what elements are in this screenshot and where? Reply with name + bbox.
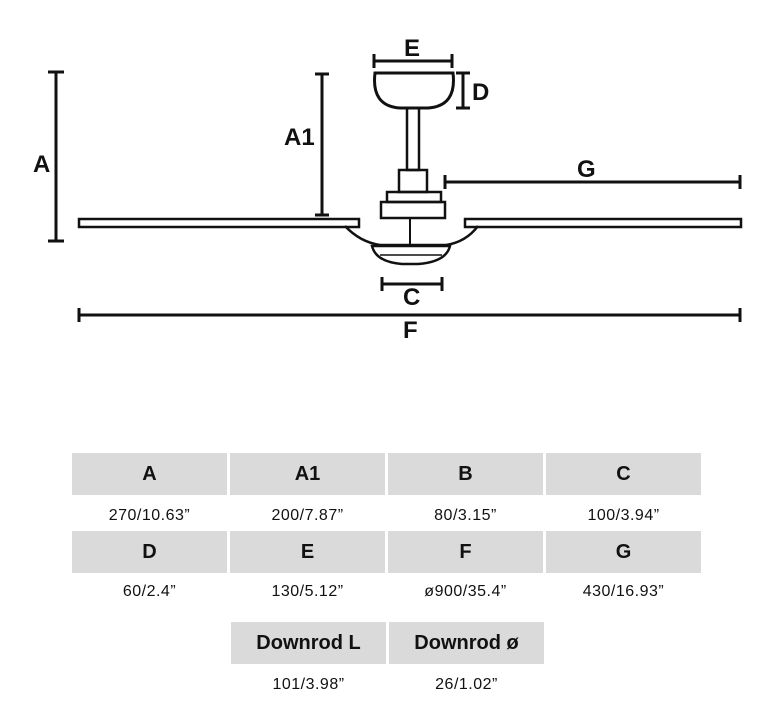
fan-dimension-diagram: A A1 E D G C F	[33, 35, 743, 344]
dimension-d-line	[456, 71, 470, 110]
dimension-a-line	[48, 70, 64, 243]
spec-value: 270/10.63”	[108, 507, 191, 524]
dimension-e-line	[372, 54, 454, 68]
label-f: F	[403, 317, 418, 344]
spec-value: 101/3.98”	[272, 676, 345, 693]
label-g: G	[577, 156, 596, 183]
spec-header: Downrod L	[231, 622, 386, 664]
spec-header: G	[546, 531, 701, 573]
dimension-c-line	[380, 277, 444, 291]
spec-value: 60/2.4”	[122, 583, 177, 600]
label-d: D	[472, 79, 489, 106]
label-e: E	[404, 35, 420, 62]
ceiling-canopy	[373, 71, 455, 110]
spec-header: A1	[230, 453, 385, 495]
dimension-f-line	[77, 308, 742, 322]
spec-header: E	[230, 531, 385, 573]
spec-value: 130/5.12”	[271, 583, 344, 600]
spec-header: C	[546, 453, 701, 495]
spec-value: 26/1.02”	[435, 676, 498, 693]
light-kit	[370, 244, 452, 266]
label-a: A	[33, 151, 50, 178]
spec-value: 80/3.15”	[434, 507, 497, 524]
spec-value: ø900/35.4”	[424, 583, 507, 600]
spec-value: 200/7.87”	[271, 507, 344, 524]
spec-value: 430/16.93”	[582, 583, 665, 600]
spec-header: B	[388, 453, 543, 495]
spec-header: A	[72, 453, 227, 495]
label-c: C	[403, 284, 420, 311]
spec-header: F	[388, 531, 543, 573]
blade-right	[463, 217, 743, 229]
spec-header: D	[72, 531, 227, 573]
dimension-a1-line	[315, 72, 329, 217]
dimension-g-line	[443, 175, 742, 189]
spec-value: 100/3.94”	[587, 507, 660, 524]
motor-lower	[379, 200, 447, 220]
label-a1: A1	[284, 124, 315, 151]
blade-left	[77, 217, 361, 229]
spec-header: Downrod ø	[389, 622, 544, 664]
